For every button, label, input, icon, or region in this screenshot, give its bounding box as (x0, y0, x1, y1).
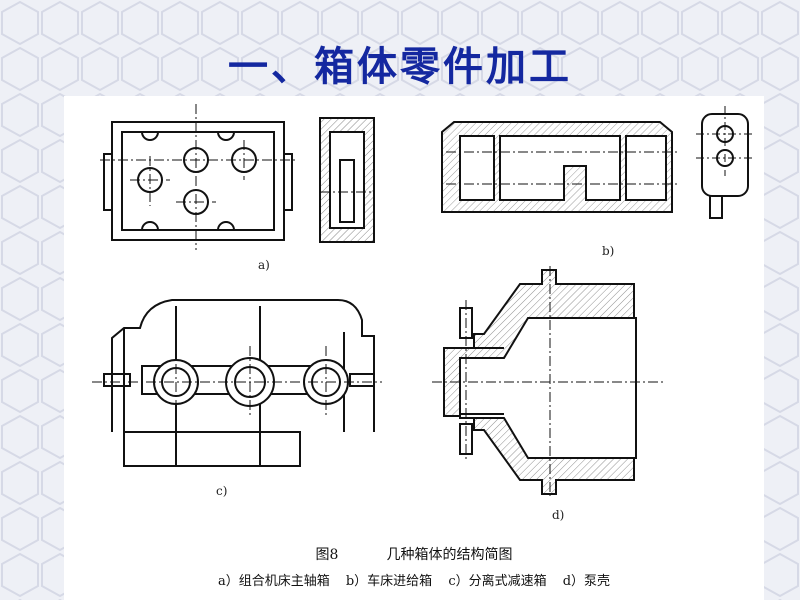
legend-item-d: d）泵壳 (562, 574, 611, 589)
drawing-c-reducer-housing (92, 299, 382, 467)
figure-panel: a) b) c) d) 图8 几种箱体的结构简图 a）组合机床主轴箱 b）车床进给… (64, 96, 764, 600)
box-parts-drawings (92, 104, 754, 496)
legend-item-c: c）分离式减速箱 (448, 574, 547, 589)
drawing-d-pump-casing (432, 266, 664, 496)
legend-item-a: a）组合机床主轴箱 (217, 574, 330, 589)
panel-label-d: d) (552, 508, 565, 522)
figure-legend: a）组合机床主轴箱 b）车床进给箱 c）分离式减速箱 d）泵壳 (64, 570, 764, 589)
drawing-b-section (441, 121, 680, 213)
panel-label-c: c) (216, 484, 228, 498)
figure-caption: 图8 几种箱体的结构简图 (64, 544, 764, 564)
figure-number: 图8 (315, 547, 339, 563)
panel-label-a: a) (258, 258, 270, 272)
legend-item-b: b）车床进给箱 (345, 574, 433, 589)
panel-label-b: b) (602, 244, 615, 258)
slide-title: 一、箱体零件加工 (228, 44, 572, 90)
drawing-b-end-view (696, 106, 754, 219)
figure-caption-text: 几种箱体的结构简图 (386, 547, 513, 563)
drawing-a-side-section (319, 117, 375, 243)
drawing-a-front-view (100, 104, 296, 250)
